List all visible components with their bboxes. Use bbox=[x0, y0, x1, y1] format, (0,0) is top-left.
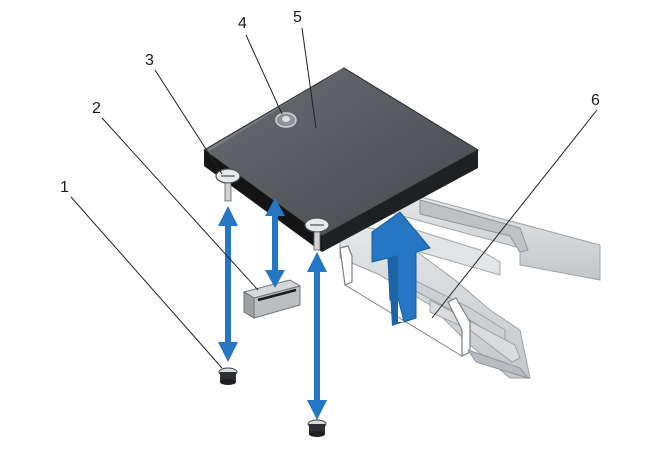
callout-labels: 1 2 3 4 5 6 bbox=[60, 9, 600, 196]
led-indicator bbox=[275, 112, 297, 128]
callout-line-3 bbox=[154, 69, 223, 175]
callout-2: 2 bbox=[92, 100, 101, 117]
callout-5: 5 bbox=[293, 9, 302, 26]
chassis-riser bbox=[339, 189, 601, 379]
callout-line-6 bbox=[431, 109, 598, 319]
module-card bbox=[203, 67, 479, 252]
front-captive-screw bbox=[304, 217, 330, 251]
lift-arrow bbox=[371, 211, 431, 326]
standoff-front bbox=[307, 419, 327, 437]
callout-1: 1 bbox=[60, 179, 69, 196]
callout-4: 4 bbox=[238, 15, 247, 32]
front-standoff-arrow bbox=[307, 252, 327, 420]
callout-6: 6 bbox=[591, 92, 600, 109]
left-standoff-arrow bbox=[218, 206, 238, 362]
connector-arrow bbox=[265, 198, 285, 288]
callout-line-2 bbox=[101, 117, 259, 291]
callout-3: 3 bbox=[145, 52, 154, 69]
callout-line-1 bbox=[70, 196, 223, 369]
callout-lines bbox=[70, 27, 598, 369]
callout-line-5 bbox=[301, 27, 317, 129]
alignment-arrows bbox=[218, 198, 327, 420]
left-captive-screw bbox=[215, 168, 241, 202]
standoff-left bbox=[218, 367, 238, 385]
connector-slot bbox=[242, 279, 302, 319]
callout-line-4 bbox=[245, 34, 283, 115]
